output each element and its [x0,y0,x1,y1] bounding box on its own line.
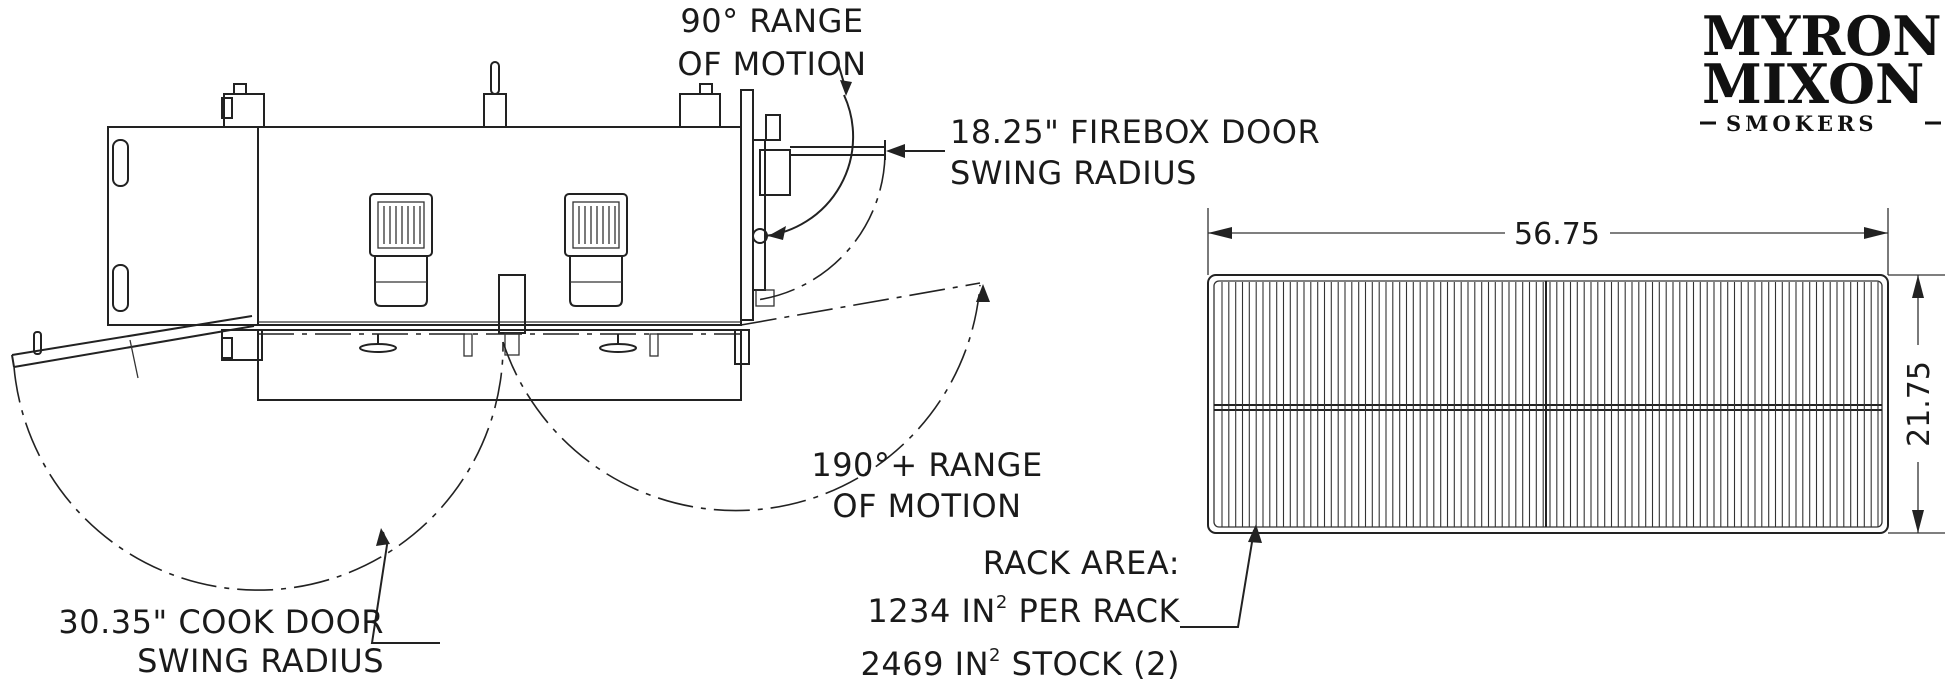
rack-stock-line: 2469 IN2 STOCK (2) [861,645,1180,682]
range-90-arc [764,94,855,237]
dimension-depth: 21.75 [1888,274,1945,534]
logo-line-3: SMOKERS [1726,111,1878,136]
rack-stock-value: 2469 IN [861,645,989,682]
cook-door-radius-line-1: 30.35" COOK DOOR [58,603,384,641]
cook-door-swing-arc [13,341,504,591]
hinges [221,61,750,365]
vent-left [369,193,433,307]
range-90-line-2: OF MOTION [677,45,866,83]
annotation-labels: 90° RANGE OF MOTION 18.25" FIREBOX DOOR … [58,2,1320,682]
cook-door-radius-line-2: SWING RADIUS [137,642,384,680]
firebox-radius-line-2: SWING RADIUS [950,154,1197,192]
vent-right [564,193,628,307]
rack-per-sup: 2 [996,592,1008,613]
rack-grid [1207,274,1889,534]
range-190-arc [502,284,981,512]
firebox-swing-arc [756,154,886,301]
firebox-door-assembly [740,89,886,321]
rack-bars [1221,282,1879,527]
dimension-width: 56.75 [1207,208,1889,275]
open-cook-door [11,315,255,379]
rack-stock-sup: 2 [989,645,1001,666]
logo-line-1: MYRON [1702,4,1942,68]
firebox-radius-line-1: 18.25" FIREBOX DOOR [950,113,1320,151]
rack-stock-suffix: STOCK (2) [1001,645,1180,682]
range-90-line-1: 90° RANGE [680,2,863,40]
rack-per-line: 1234 IN2 PER RACK [867,592,1180,630]
smoker-body [11,61,886,401]
rack-per-suffix: PER RACK [1008,592,1181,630]
rack-per-value: 1234 IN [867,592,995,630]
range-190-line-2: OF MOTION [832,487,1021,525]
brand-logo: MYRON MIXON SMOKERS [1700,4,1942,136]
swing-arcs [13,94,981,591]
rack-depth-value: 21.75 [1902,361,1937,447]
rack-area-title: RACK AREA: [983,544,1180,582]
rack-width-value: 56.75 [1514,217,1600,252]
leaders [370,62,1262,644]
range-190-line-1: 190°+ RANGE [811,446,1042,484]
logo-line-2: MIXON [1702,52,1924,116]
firebox [107,126,259,326]
